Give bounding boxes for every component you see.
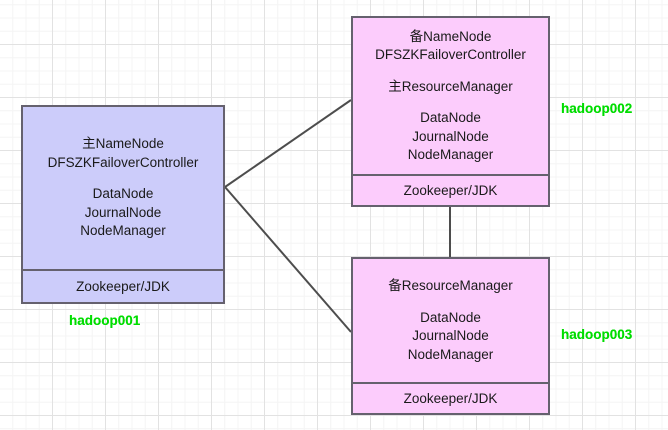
service-line: NodeManager — [80, 223, 166, 239]
node-hadoop002[interactable]: 备NameNode DFSZKFailoverController 主Resou… — [351, 16, 550, 207]
node-hadoop002-footer: Zookeeper/JDK — [353, 174, 548, 205]
node-hadoop003[interactable]: 备ResourceManager DataNode JournalNode No… — [351, 257, 550, 415]
host-label-hadoop001: hadoop001 — [69, 313, 141, 328]
service-line: DFSZKFailoverController — [47, 154, 199, 170]
node-hadoop003-footer: Zookeeper/JDK — [353, 382, 548, 413]
service-line: JournalNode — [412, 128, 489, 144]
footer-label: Zookeeper/JDK — [403, 183, 498, 198]
service-line: 主ResourceManager — [388, 78, 513, 94]
service-line: 备ResourceManager — [388, 278, 513, 293]
footer-label: Zookeeper/JDK — [76, 279, 170, 294]
host-label-hadoop003: hadoop003 — [561, 327, 633, 342]
service-line: JournalNode — [84, 204, 162, 220]
node-hadoop001-services: 主NameNode DFSZKFailoverController DataNo… — [23, 107, 223, 269]
service-line: NodeManager — [407, 346, 494, 362]
node-hadoop001[interactable]: 主NameNode DFSZKFailoverController DataNo… — [21, 105, 225, 304]
node-hadoop003-services: 备ResourceManager DataNode JournalNode No… — [353, 259, 548, 382]
edge-master-to-standby[interactable] — [224, 99, 352, 188]
node-hadoop001-footer: Zookeeper/JDK — [23, 269, 223, 302]
edge-master-to-rm-standby[interactable] — [224, 186, 352, 333]
service-line: DFSZKFailoverController — [375, 47, 526, 62]
service-line: DataNode — [420, 309, 481, 325]
service-line: 主NameNode — [82, 136, 164, 152]
service-line: DataNode — [420, 110, 481, 125]
node-hadoop002-services: 备NameNode DFSZKFailoverController 主Resou… — [353, 18, 548, 174]
service-line: DataNode — [92, 186, 154, 202]
service-line: 备NameNode — [409, 28, 492, 44]
service-line: NodeManager — [407, 147, 494, 162]
service-line: JournalNode — [412, 328, 489, 343]
footer-label: Zookeeper/JDK — [403, 391, 498, 406]
host-label-hadoop002: hadoop002 — [561, 101, 633, 116]
